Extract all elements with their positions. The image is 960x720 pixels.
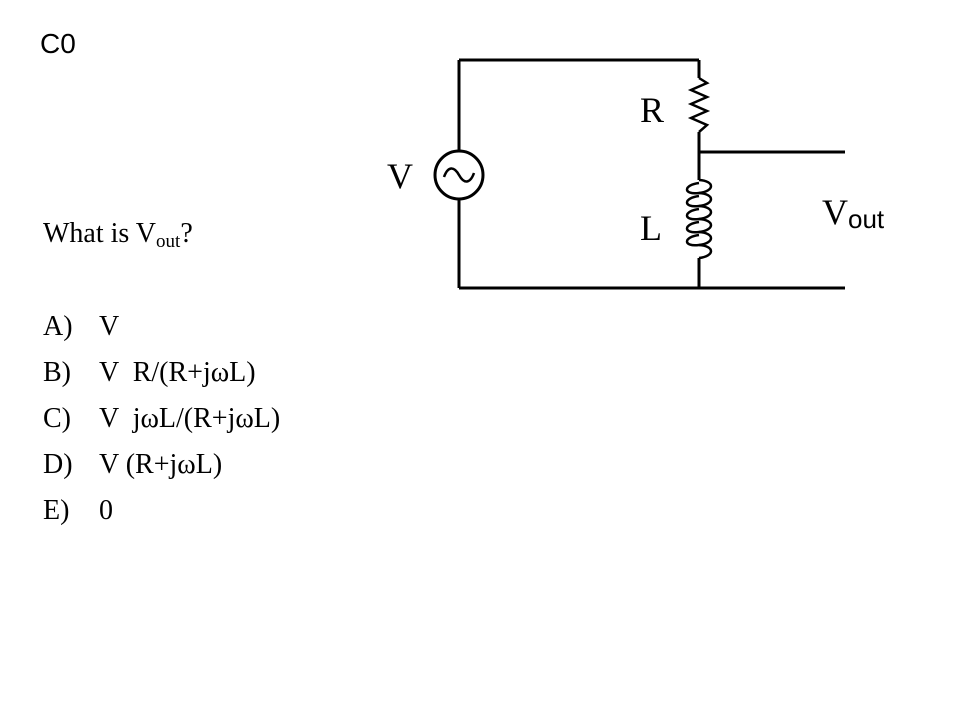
- output-label-main: V: [822, 192, 848, 232]
- option-text: V R/(R+jωL): [99, 357, 256, 388]
- option-letter: B): [43, 357, 71, 388]
- output-label: Vout: [822, 192, 885, 234]
- question-prefix: What is V: [43, 218, 157, 249]
- source-label: V: [387, 156, 413, 196]
- option-b: B) V R/(R+jωL): [43, 350, 280, 396]
- inductor-icon: [685, 178, 713, 260]
- option-letter: E): [43, 495, 70, 526]
- option-a: A) V: [43, 304, 280, 350]
- ac-source-icon: [433, 149, 485, 201]
- output-label-sub: out: [848, 204, 885, 234]
- question-suffix: ?: [180, 218, 193, 249]
- option-text: 0: [99, 495, 113, 526]
- answer-options: A) V B) V R/(R+jωL) C) V jωL/(R+jωL) D) V (R…: [43, 304, 280, 534]
- option-letter: A): [43, 311, 73, 342]
- slide-label: C0: [40, 28, 76, 59]
- option-text: V jωL/(R+jωL): [99, 403, 281, 434]
- option-c: C) V jωL/(R+jωL): [43, 396, 280, 442]
- resistor-label: R: [640, 90, 664, 130]
- question-text: What is Vout?: [43, 218, 193, 253]
- resistor-icon: [687, 76, 711, 133]
- option-d: D) V (R+jωL): [43, 442, 280, 488]
- option-letter: C): [43, 403, 71, 434]
- option-text: V (R+jωL): [99, 449, 223, 480]
- question-subscript: out: [156, 231, 181, 252]
- inductor-label: L: [640, 208, 662, 248]
- rl-circuit-diagram: V R L Vout: [387, 58, 885, 290]
- option-letter: D): [43, 449, 73, 480]
- option-text: V: [99, 311, 120, 342]
- option-e: E) 0: [43, 488, 280, 534]
